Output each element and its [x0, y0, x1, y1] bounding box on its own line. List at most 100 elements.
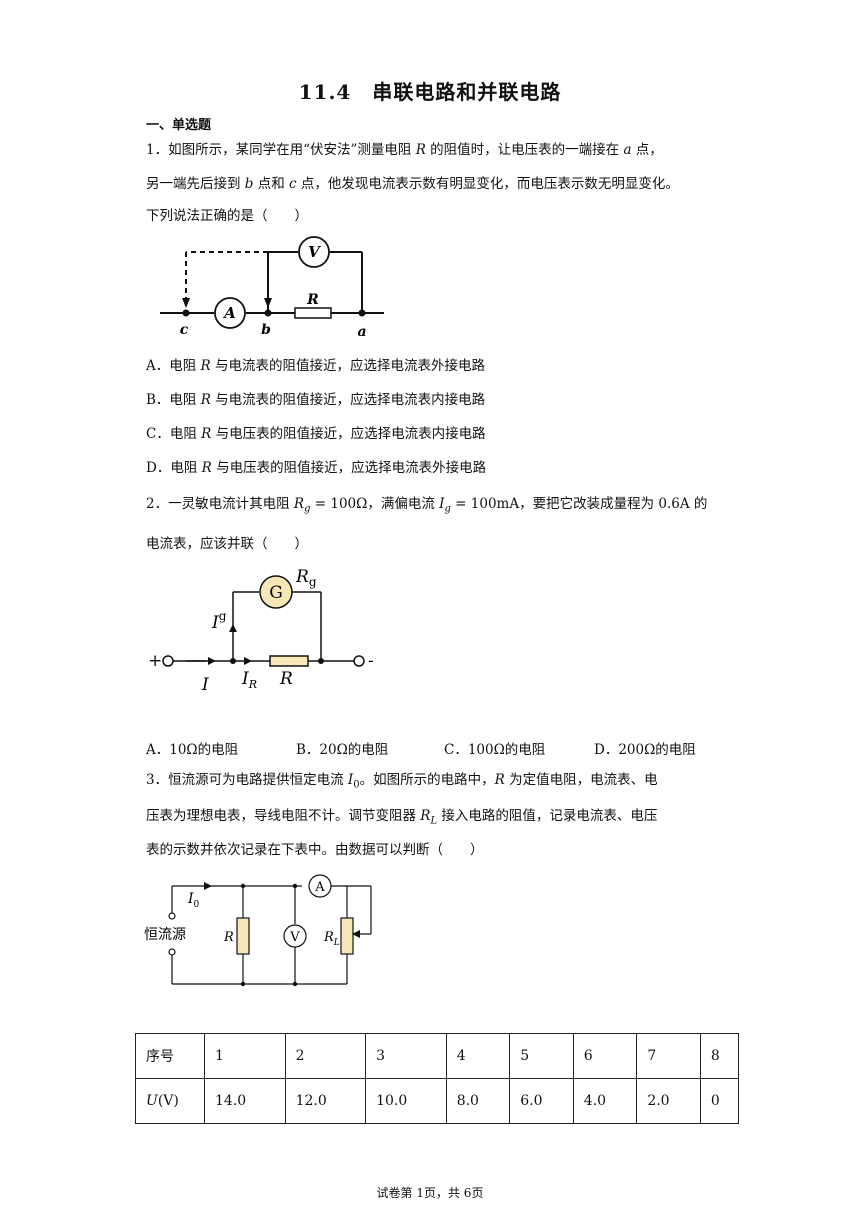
table-cell: 4.0: [572, 1078, 638, 1124]
i0-label-main: I: [187, 891, 194, 907]
table-cell: 0: [699, 1078, 740, 1124]
table-cell: 3: [365, 1033, 447, 1079]
q1-text: 的阻值时，让电压表的一端接在: [425, 142, 624, 158]
u-unit: (V): [157, 1093, 179, 1109]
page-title: 11.4 串联电路和并联电路: [298, 80, 562, 104]
option-text: 200Ω的电阻: [618, 742, 696, 758]
q3-text: 压表为理想电表，导线电阻不计。调节变阻器: [146, 808, 421, 824]
q3-var-r: R: [494, 772, 505, 788]
option-letter: A．: [146, 742, 170, 758]
q3-line2: 压表为理想电表，导线电阻不计。调节变阻器 RL 接入电路的阻值，记录电流表、电压: [146, 806, 657, 832]
section-heading: 一、单选题: [146, 118, 212, 133]
resistor-label: R: [306, 292, 319, 308]
q1-text: 1．如图所示，某同学在用“伏安法”测量电阻: [146, 142, 416, 158]
voltmeter-label: V: [308, 243, 321, 261]
table-cell: 10.0: [365, 1078, 447, 1124]
table-cell: 6: [572, 1033, 638, 1079]
rg-label-sub: g: [309, 575, 317, 589]
table-cell-header: U(V): [135, 1078, 205, 1124]
option-var: R: [200, 358, 211, 374]
q1-option-b[interactable]: B．电阻 R 与电流表的阻值接近，应选择电流表内接电路: [146, 388, 485, 408]
q3-circuit-figure: I0 恒流源 R V A RL: [144, 874, 372, 987]
i0-label: I0: [187, 891, 200, 910]
q2-text: 要把它改装成量程为 0.6A 的: [532, 496, 708, 512]
rl-label: RL: [323, 930, 340, 948]
ig-label: Ig: [211, 609, 227, 633]
option-text: 与电流表的阻值接近，应选择电流表外接电路: [210, 358, 486, 374]
q1-option-d[interactable]: D．电阻 R 与电压表的阻值接近，应选择电流表外接电路: [146, 456, 486, 476]
q2-var-ig: I: [439, 496, 445, 512]
q3-var-rl: R: [420, 808, 431, 824]
q1-text: 另一端先后接到: [146, 176, 245, 192]
option-letter: B．电阻: [146, 392, 201, 408]
q1-var-c: c: [289, 176, 297, 192]
table-cell: 5: [509, 1033, 574, 1079]
option-letter: D．: [594, 742, 619, 758]
q2-ig-value: = 100mA，: [450, 496, 533, 512]
point-c-label: c: [180, 322, 189, 338]
table-cell: 7: [636, 1033, 701, 1079]
option-text: 与电压表的阻值接近，应选择电流表外接电路: [211, 460, 487, 476]
option-text: 与电压表的阻值接近，应选择电流表内接电路: [211, 426, 486, 442]
q1-line1: 1．如图所示，某同学在用“伏安法”测量电阻 R 的阻值时，让电压表的一端接在 a…: [146, 140, 663, 160]
plus-terminal-label: +: [148, 651, 162, 671]
q3-var-i0: I: [347, 772, 354, 788]
table-cell: 12.0: [284, 1078, 367, 1124]
q2-line1: 2．一灵敏电流计其电阻 Rg = 100Ω，满偏电流 Ig = 100mA，要把…: [146, 494, 707, 520]
q3-text: 为定值电阻，电流表、电: [504, 772, 658, 788]
rg-label-main: R: [295, 567, 309, 587]
option-letter: D．电阻: [146, 460, 202, 476]
q1-var-r: R: [415, 142, 426, 158]
rg-label: Rg: [295, 567, 317, 589]
option-letter: C．电阻: [146, 426, 202, 442]
q3-text: 3．恒流源可为电路提供恒定电流: [146, 772, 348, 788]
option-letter: C．: [444, 742, 468, 758]
table-cell: 2: [284, 1033, 367, 1079]
q3-line3: 表的示数并依次记录在下表中。由数据可以判断（ ）: [146, 842, 484, 858]
table-row: U(V) 14.0 12.0 10.0 8.0 6.0 4.0 2.0 0: [135, 1078, 740, 1124]
option-letter: B．: [296, 742, 320, 758]
q1-var-b: b: [244, 176, 254, 192]
q3-var-i0-sub: 0: [353, 779, 360, 791]
q2-option-d[interactable]: D．200Ω的电阻: [594, 738, 696, 758]
q1-option-a[interactable]: A．电阻 R 与电流表的阻值接近，应选择电流表外接电路: [146, 354, 485, 374]
q2-option-b[interactable]: B．20Ω的电阻: [296, 738, 388, 758]
q1-option-c[interactable]: C．电阻 R 与电压表的阻值接近，应选择电流表内接电路: [146, 422, 486, 442]
q1-text: 点和: [253, 176, 290, 192]
q1-text: 点，: [631, 142, 663, 158]
table-row: 序号 1 2 3 4 5 6 7 8: [135, 1033, 740, 1079]
galvanometer-label: G: [269, 583, 283, 603]
u-var: U: [146, 1093, 158, 1109]
ammeter-label: A: [222, 304, 236, 322]
q2-option-a[interactable]: A．10Ω的电阻: [146, 738, 238, 758]
minus-terminal-label: -: [368, 651, 374, 671]
table-cell: 14.0: [204, 1078, 286, 1124]
q3-data-table: 序号 1 2 3 4 5 6 7 8 U(V) 14.0 12.0 10.0 8…: [135, 1033, 740, 1124]
table-cell: 1: [204, 1033, 286, 1079]
ig-label-main: I: [211, 613, 219, 633]
option-text: 10Ω的电阻: [169, 742, 239, 758]
i-label: I: [201, 675, 209, 695]
option-var: R: [200, 392, 211, 408]
r-label: R: [279, 669, 293, 689]
q3-var-rl-sub: L: [430, 815, 438, 827]
ir-label-main: I: [241, 669, 249, 689]
table-cell: 6.0: [509, 1078, 574, 1124]
q2-var-rg: R: [293, 496, 305, 512]
q2-line2: 电流表，应该并联（ ）: [146, 536, 308, 552]
option-text: 20Ω的电阻: [319, 742, 389, 758]
point-a-label: a: [357, 324, 366, 340]
q1-text: 点，他发现电流表示数有明显变化，而电压表示数无明显变化。: [296, 176, 679, 192]
q2-text: 满偏电流: [380, 496, 440, 512]
q2-option-c[interactable]: C．100Ω的电阻: [444, 738, 545, 758]
q3-line1: 3．恒流源可为电路提供恒定电流 I0。如图所示的电路中，R 为定值电阻，电流表、…: [146, 770, 658, 796]
q3-text: 接入电路的阻值，记录电流表、电压: [437, 808, 658, 824]
option-text: 100Ω的电阻: [467, 742, 546, 758]
page-footer: 试卷第 1页，共 6页: [376, 1186, 484, 1200]
rl-label-main: R: [323, 930, 334, 945]
q3-text: 。如图所示的电路中，: [359, 772, 495, 788]
q2-var-ig-sub: g: [444, 503, 451, 515]
q1-line2: 另一端先后接到 b 点和 c 点，他发现电流表示数有明显变化，而电压表示数无明显…: [146, 174, 679, 194]
source-label: 恒流源: [144, 927, 186, 943]
rl-label-sub: L: [333, 938, 340, 948]
